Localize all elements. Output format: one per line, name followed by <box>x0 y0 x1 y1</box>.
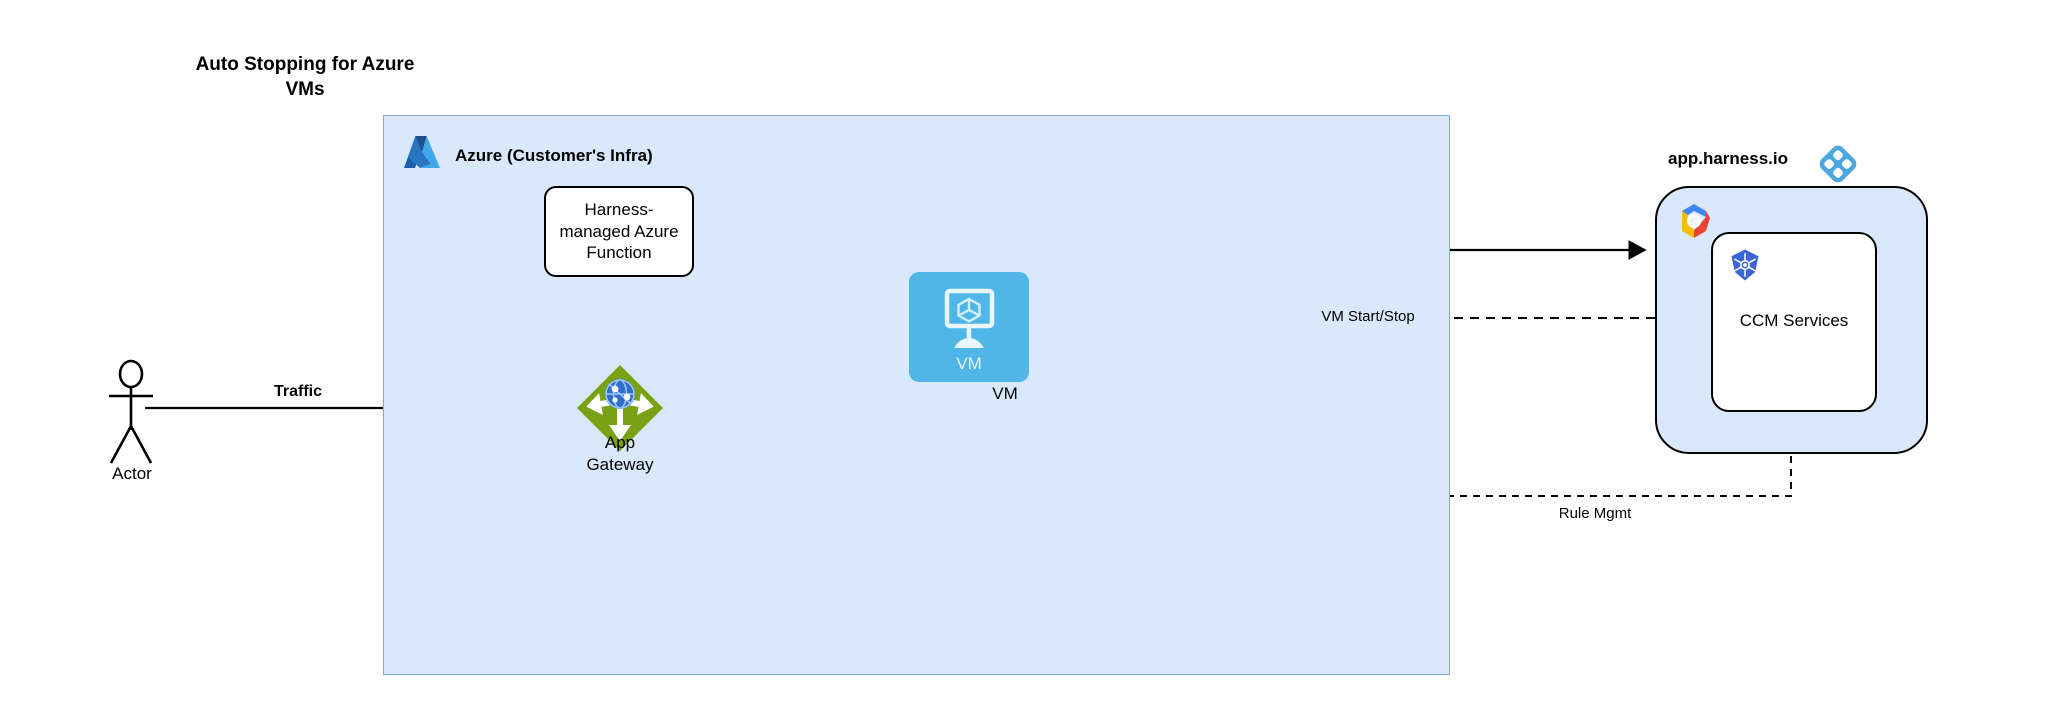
svg-text:VM: VM <box>956 354 982 373</box>
app-gateway-label: App Gateway <box>586 433 654 475</box>
actor-stick-figure-icon <box>109 359 153 464</box>
azure-logo-icon <box>404 136 440 168</box>
kubernetes-logo-icon <box>1731 249 1759 281</box>
azure-function-node: Harness- managed Azure Function <box>544 186 694 277</box>
vm-node-label: VM <box>992 384 1018 403</box>
virtual-machine-icon: VM <box>909 272 1029 382</box>
harness-cloud-label: app.harness.io <box>1668 149 1788 168</box>
actor-label: Actor <box>112 464 152 483</box>
ccm-services-label: CCM Services <box>1739 311 1849 330</box>
page-title: Auto Stopping for Azure VMs <box>195 54 415 101</box>
edge-label-traffic: Traffic <box>273 383 322 400</box>
azure-function-label: Harness- managed Azure Function <box>559 199 679 263</box>
azure-container-label: Azure (Customer's Infra) <box>455 146 653 165</box>
google-cloud-logo-icon <box>1682 204 1710 238</box>
harness-logo-icon <box>1819 145 1857 183</box>
azure-application-gateway-icon <box>577 365 663 451</box>
edge-label-rule-mgmt: Rule Mgmt <box>1558 505 1632 522</box>
edge-label-vm-start-stop: VM Start/Stop <box>1303 308 1433 325</box>
